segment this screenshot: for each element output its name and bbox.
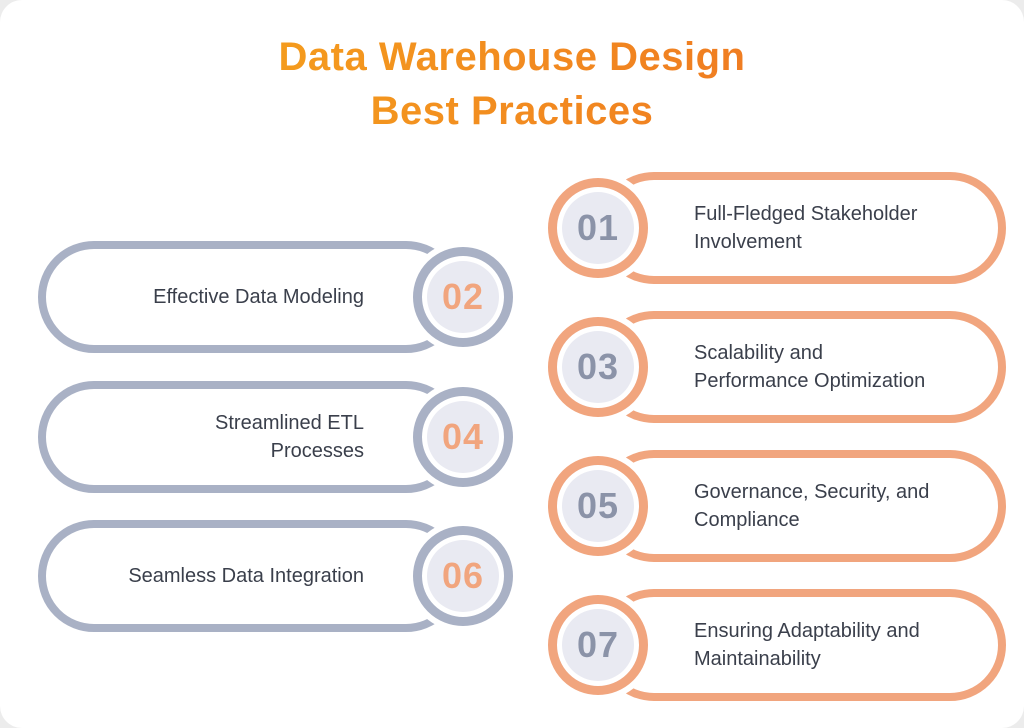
practice-label-02: Effective Data Modeling <box>153 285 364 308</box>
practice-number-03: 03 <box>576 346 620 387</box>
practice-number-01: 01 <box>576 207 620 248</box>
practice-pill-06: Seamless Data Integration <box>38 520 462 632</box>
practice-number-07: 07 <box>576 624 620 665</box>
practice-number-badge-05: 05 <box>548 456 648 556</box>
practice-pill-03: Scalability and Performance Optimization <box>598 311 1006 423</box>
infographic-title: Data Warehouse Design Best Practices <box>0 30 1024 138</box>
practice-number-05: 05 <box>576 485 620 526</box>
title-line-1: Data Warehouse Design <box>278 35 746 79</box>
practice-number-badge-03: 03 <box>548 317 648 417</box>
practice-number-02: 02 <box>441 276 485 317</box>
practice-pill-05: Governance, Security, and Compliance <box>598 450 1006 562</box>
practice-label-05: Governance, Security, and Compliance <box>694 480 930 531</box>
practice-label-07: Ensuring Adaptability and Maintainabilit… <box>694 619 920 670</box>
practice-number-badge-06: 06 <box>413 526 513 626</box>
practice-pill-02: Effective Data Modeling <box>38 241 462 353</box>
title-line-2: Best Practices <box>370 89 654 133</box>
practice-label-01: Full-Fledged Stakeholder Involvement <box>694 202 918 253</box>
practice-number-04: 04 <box>441 416 485 457</box>
practice-pill-04: Streamlined ETL Processes <box>38 381 462 493</box>
practice-pill-07: Ensuring Adaptability and Maintainabilit… <box>598 589 1006 701</box>
practice-number-badge-01: 01 <box>548 178 648 278</box>
practice-number-badge-04: 04 <box>413 387 513 487</box>
practice-pill-01: Full-Fledged Stakeholder Involvement <box>598 172 1006 284</box>
practice-label-06: Seamless Data Integration <box>128 564 364 587</box>
practice-label-04: Streamlined ETL Processes <box>215 411 364 462</box>
practice-label-03: Scalability and Performance Optimization <box>694 341 926 392</box>
practice-number-06: 06 <box>441 555 485 596</box>
practice-number-badge-07: 07 <box>548 595 648 695</box>
practice-number-badge-02: 02 <box>413 247 513 347</box>
